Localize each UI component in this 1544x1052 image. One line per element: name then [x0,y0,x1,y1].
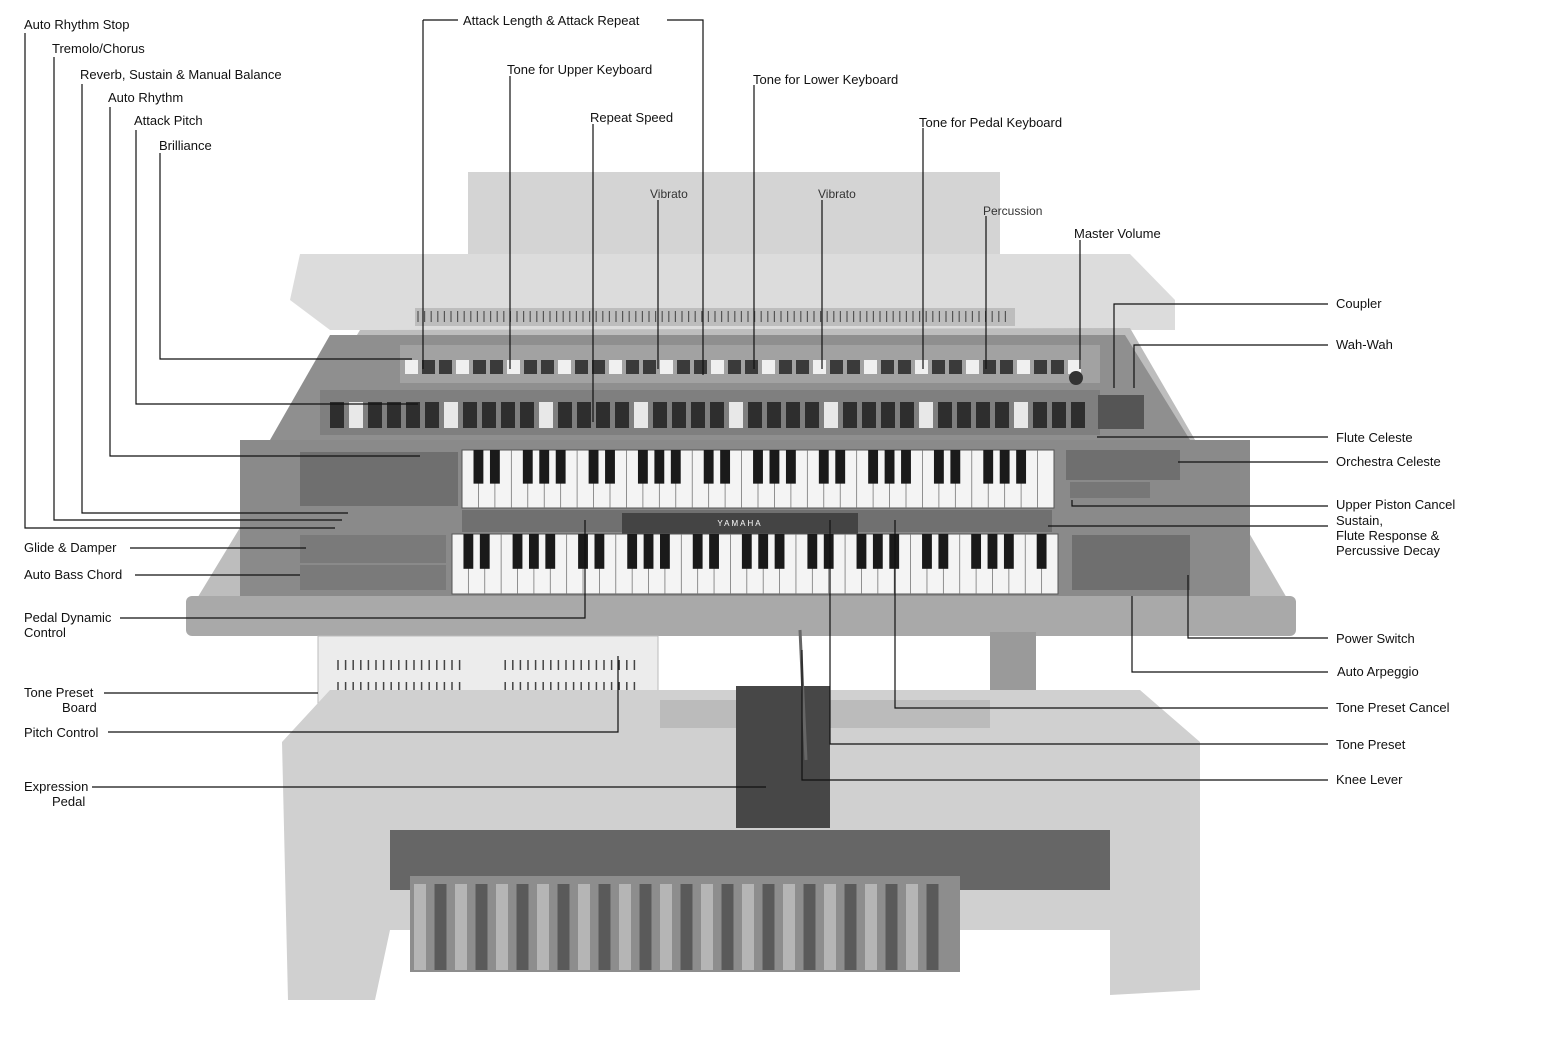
label-auto-bass-chord: Auto Bass Chord [24,567,122,582]
label-pedal-dynamic-1: Pedal Dynamic [24,610,112,625]
label-upper-piston-cancel: Upper Piston Cancel [1336,497,1455,512]
label-wah-wah: Wah-Wah [1336,337,1393,352]
callout-labels: Auto Rhythm Stop Tremolo/Chorus Reverb, … [24,13,1455,809]
voice-tabs [405,360,1081,374]
label-master-volume: Master Volume [1074,226,1161,241]
label-repeat-speed: Repeat Speed [590,110,673,125]
label-coupler: Coupler [1336,296,1382,311]
label-auto-arpeggio: Auto Arpeggio [1337,664,1419,679]
label-reverb-sustain: Reverb, Sustain & Manual Balance [80,67,282,82]
label-tone-upper: Tone for Upper Keyboard [507,62,652,77]
label-auto-rhythm-stop: Auto Rhythm Stop [24,17,130,32]
label-tremolo-chorus: Tremolo/Chorus [52,41,145,56]
brand-logo: YAMAHA [717,519,762,528]
label-tone-preset-board-1: Tone Preset [24,685,94,700]
lower-keyboard [451,533,1059,595]
upper-keyboard [461,449,1055,509]
label-vibrato-upper: Vibrato [650,187,688,201]
label-tone-preset-board-2: Board [62,700,97,715]
label-sustain-2: Flute Response & [1336,528,1440,543]
speaker-grille [417,311,1007,322]
label-tone-preset: Tone Preset [1336,737,1406,752]
label-knee-lever: Knee Lever [1336,772,1403,787]
label-sustain-3: Percussive Decay [1336,543,1441,558]
label-brilliance: Brilliance [159,138,212,153]
label-auto-rhythm: Auto Rhythm [108,90,183,105]
label-expression-2: Pedal [52,794,85,809]
label-percussion: Percussion [983,204,1042,218]
label-vibrato-lower: Vibrato [818,187,856,201]
organ-illustration: YAMAHA [186,172,1296,1000]
label-flute-celeste: Flute Celeste [1336,430,1413,445]
label-tone-preset-cancel: Tone Preset Cancel [1336,700,1450,715]
leader-lines [24,19,1328,788]
label-sustain-1: Sustain, [1336,513,1383,528]
pedal-keyboard [414,884,939,970]
label-glide-damper: Glide & Damper [24,540,117,555]
label-pedal-dynamic-2: Control [24,625,66,640]
label-attack-length: Attack Length & Attack Repeat [463,13,640,28]
label-tone-lower: Tone for Lower Keyboard [753,72,898,87]
label-pitch-control: Pitch Control [24,725,99,740]
label-power-switch: Power Switch [1336,631,1415,646]
label-attack-pitch: Attack Pitch [134,113,203,128]
label-tone-pedal: Tone for Pedal Keyboard [919,115,1062,130]
label-expression-1: Expression [24,779,88,794]
label-orchestra-celeste: Orchestra Celeste [1336,454,1441,469]
control-panel [330,402,1085,428]
